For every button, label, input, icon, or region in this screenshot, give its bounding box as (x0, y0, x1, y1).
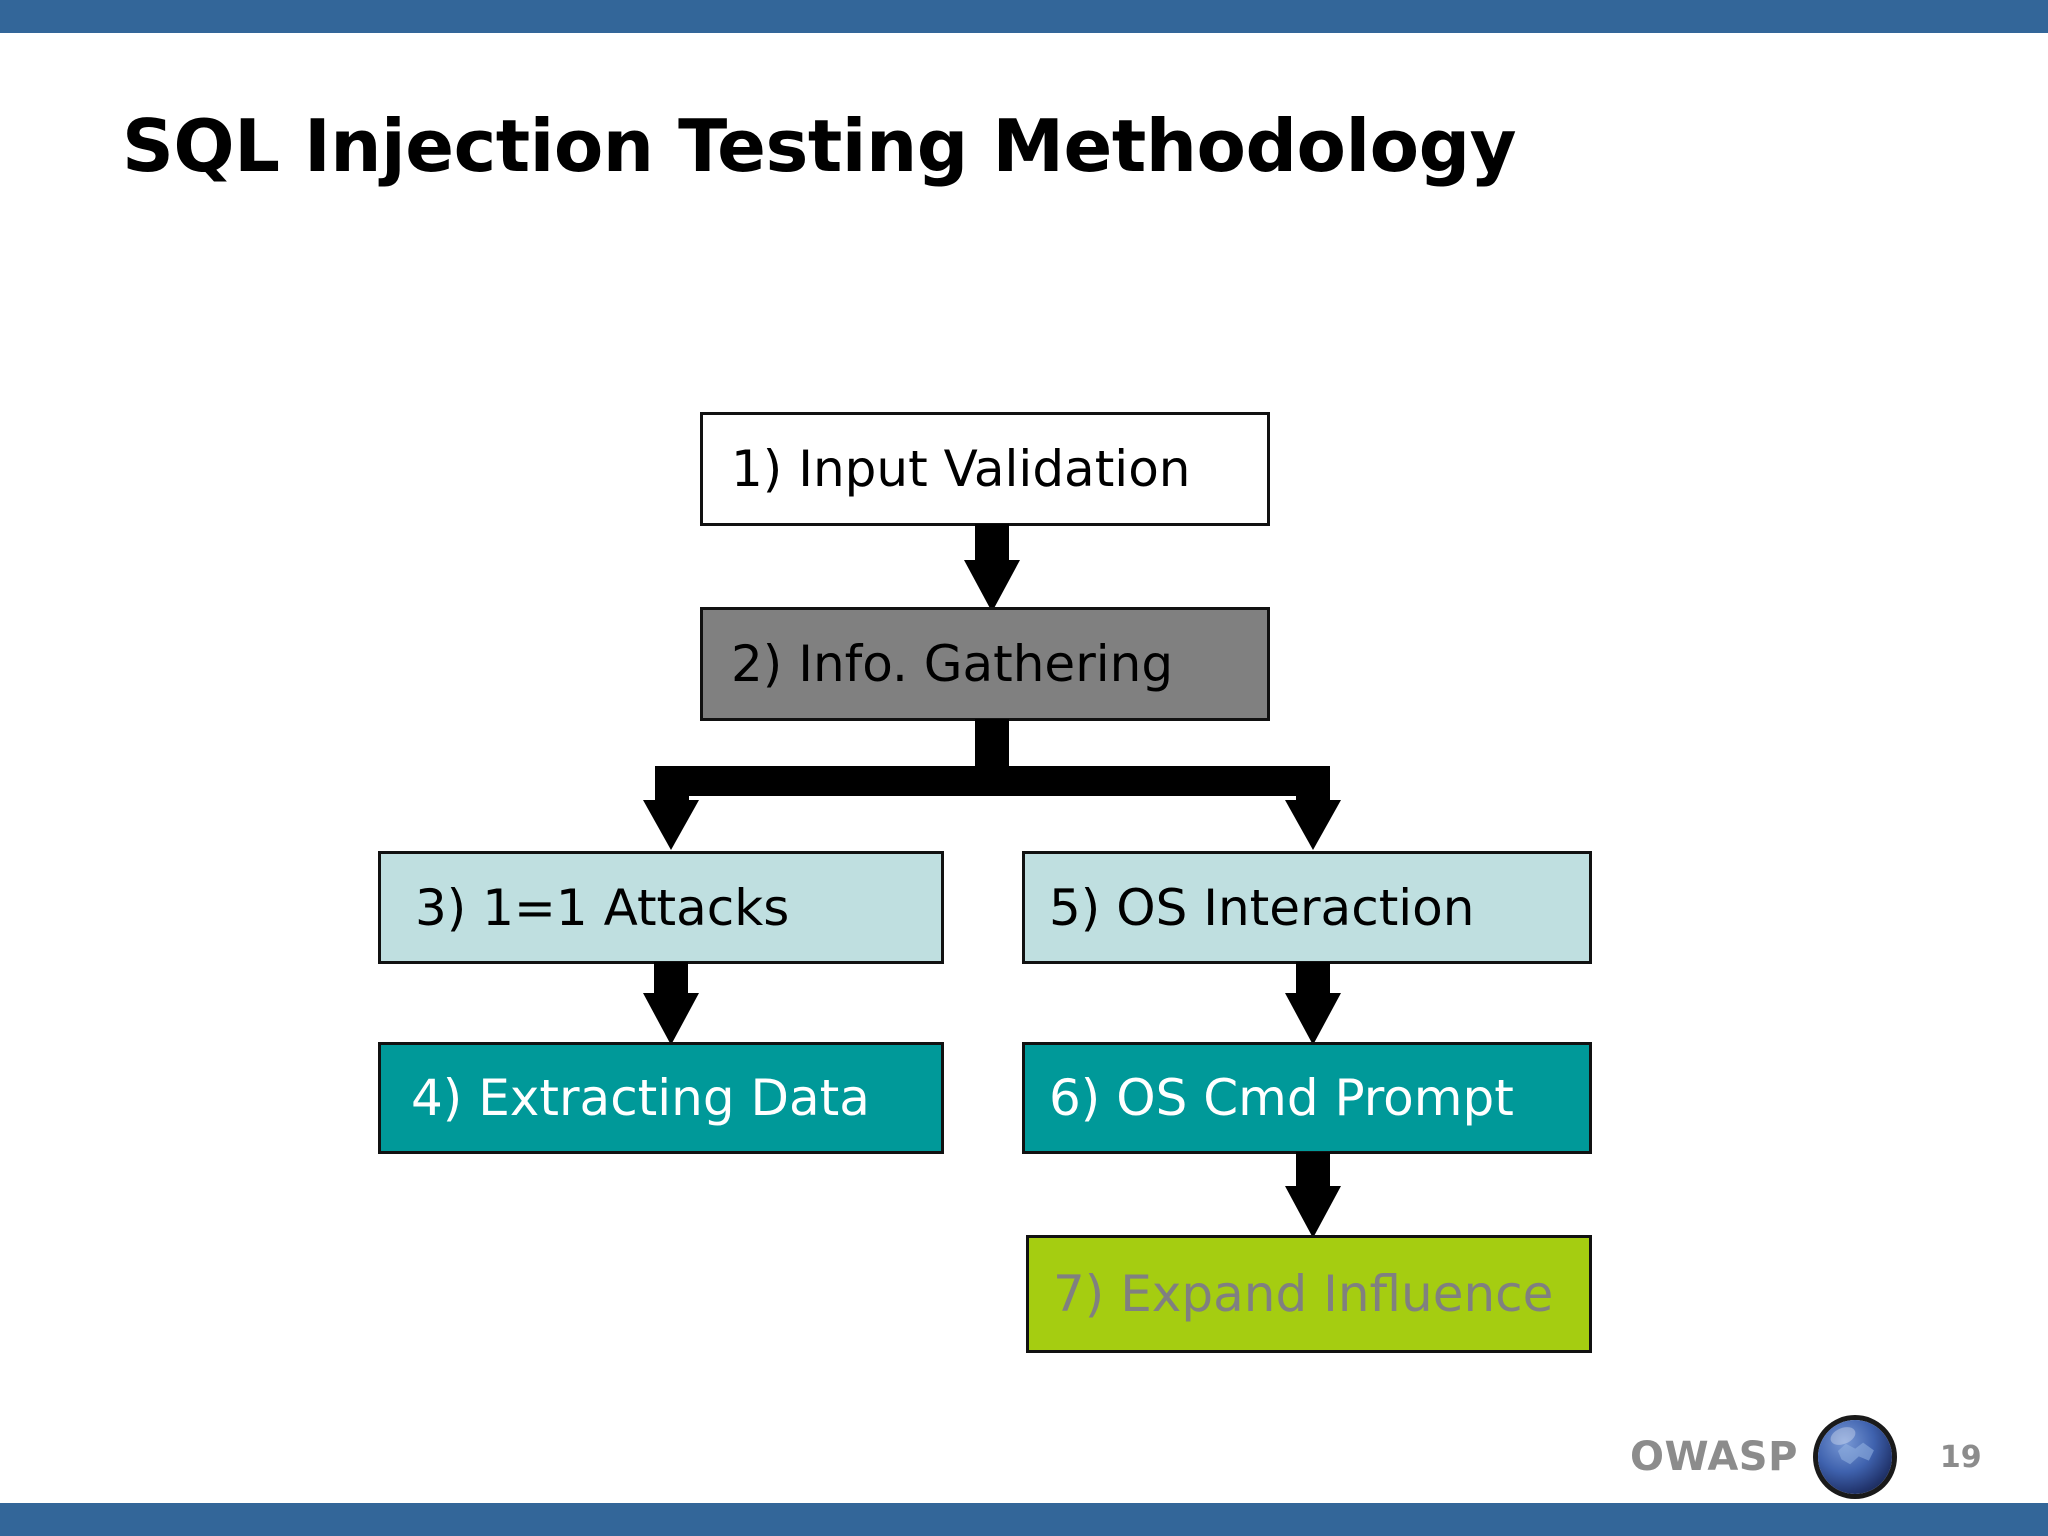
flow-node-os-cmd-prompt[interactable]: 6) OS Cmd Prompt (1022, 1042, 1592, 1154)
owasp-brand-label: OWASP (1630, 1434, 1798, 1480)
flow-node-input-validation[interactable]: 1) Input Validation (700, 412, 1270, 526)
bottom-accent-bar (0, 1503, 2048, 1536)
arrow-stem-horizontal (655, 766, 1330, 796)
top-accent-bar (0, 0, 2048, 33)
flow-node-label: 7) Expand Influence (1053, 1265, 1554, 1323)
slide-footer: OWASP 19 (1630, 1420, 1982, 1494)
page-title: SQL Injection Testing Methodology (122, 104, 1517, 188)
arrow-head-icon (964, 560, 1020, 612)
flow-node-label: 1) Input Validation (731, 440, 1191, 498)
flow-node-label: 6) OS Cmd Prompt (1049, 1069, 1514, 1127)
flow-node-label: 2) Info. Gathering (731, 635, 1174, 693)
arrow-head-icon (1285, 993, 1341, 1045)
arrow-stem-vertical (975, 719, 1009, 769)
owasp-globe-icon (1817, 1420, 1892, 1494)
arrow-head-icon (1285, 1186, 1341, 1238)
globe-highlight-shape (1827, 1423, 1858, 1449)
flow-node-info-gathering[interactable]: 2) Info. Gathering (700, 607, 1270, 721)
arrow-head-right-icon (1285, 800, 1341, 850)
flow-node-os-interaction[interactable]: 5) OS Interaction (1022, 851, 1592, 964)
arrow-head-left-icon (643, 800, 699, 850)
globe-landmass-shape (1837, 1442, 1874, 1465)
flow-node-label: 5) OS Interaction (1049, 878, 1475, 937)
flow-node-1equals1-attacks[interactable]: 3) 1=1 Attacks (378, 851, 944, 964)
page-number: 19 (1939, 1439, 1982, 1475)
flow-node-label: 4) Extracting Data (411, 1069, 870, 1127)
flow-node-expand-influence[interactable]: 7) Expand Influence (1026, 1235, 1592, 1353)
flow-node-extracting-data[interactable]: 4) Extracting Data (378, 1042, 944, 1154)
flow-node-label: 3) 1=1 Attacks (415, 878, 790, 937)
arrow-head-icon (643, 993, 699, 1045)
